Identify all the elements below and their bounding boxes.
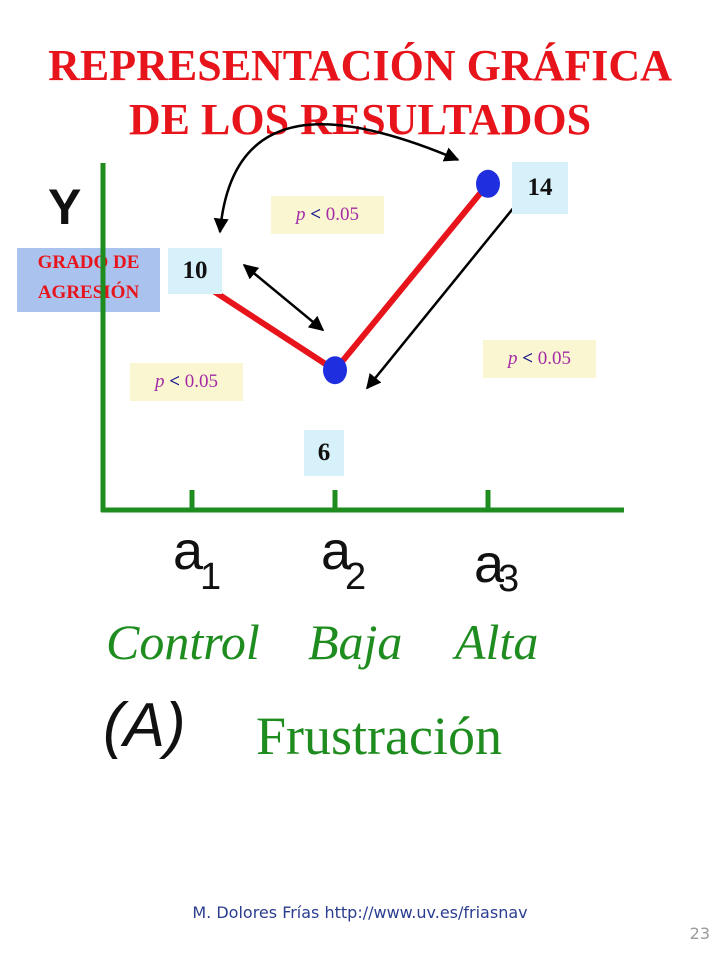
panel-label: (A): [103, 691, 186, 760]
significance-label-baja-alta: p < 0.05: [483, 340, 596, 378]
y-axis-label: GRADO DE AGRESIÓN: [17, 248, 160, 312]
y-axis-label-line-2: AGRESIÓN: [37, 282, 140, 303]
footer-credit: M. Dolores Frías http://www.uv.es/friasn…: [192, 903, 528, 922]
point-label-baja: 6: [304, 430, 344, 476]
p-value: 0.05: [184, 371, 219, 392]
significance-arrow-control-baja: [242, 264, 325, 332]
significance-arrow-control-alta: [213, 123, 460, 234]
tick-label-a1-subscript: 1: [200, 556, 222, 598]
factor-label: Frustración: [256, 706, 502, 766]
p-symbol: p: [154, 371, 165, 392]
p-value: 0.05: [325, 204, 360, 225]
point-label-alta: 14: [512, 162, 568, 214]
y-axis-label-line-1: GRADO DE: [37, 252, 140, 273]
p-symbol: p: [295, 204, 306, 225]
tick-label-a2-subscript: 2: [345, 556, 367, 598]
tick-label-a2-letter: a: [321, 521, 352, 581]
title-line-1: REPRESENTACIÓN GRÁFICA: [48, 41, 672, 90]
category-label-alta: Alta: [455, 614, 539, 670]
data-point-alta: [476, 169, 500, 198]
tick-label-a3-subscript: 3: [498, 558, 520, 600]
category-label-baja: Baja: [308, 614, 403, 670]
y-axis-letter: Y: [48, 179, 82, 235]
tick-label-a1-letter: a: [173, 521, 204, 581]
significance-label-control-baja: p < 0.05: [130, 363, 243, 401]
title-line-2: DE LOS RESULTADOS: [128, 95, 592, 144]
point-label-control: 10: [168, 248, 222, 294]
p-operator: <: [169, 371, 181, 392]
p-value: 0.05: [537, 348, 572, 369]
p-operator: <: [522, 348, 534, 369]
page-number: 23: [689, 924, 710, 943]
p-symbol: p: [507, 348, 518, 369]
tick-label-a3-letter: a: [474, 534, 505, 594]
p-operator: <: [310, 204, 322, 225]
data-point-baja: [323, 356, 347, 385]
significance-label-control-alta: p < 0.05: [271, 196, 384, 234]
category-label-control: Control: [106, 614, 260, 670]
significance-arrow-baja-alta: [366, 182, 534, 390]
